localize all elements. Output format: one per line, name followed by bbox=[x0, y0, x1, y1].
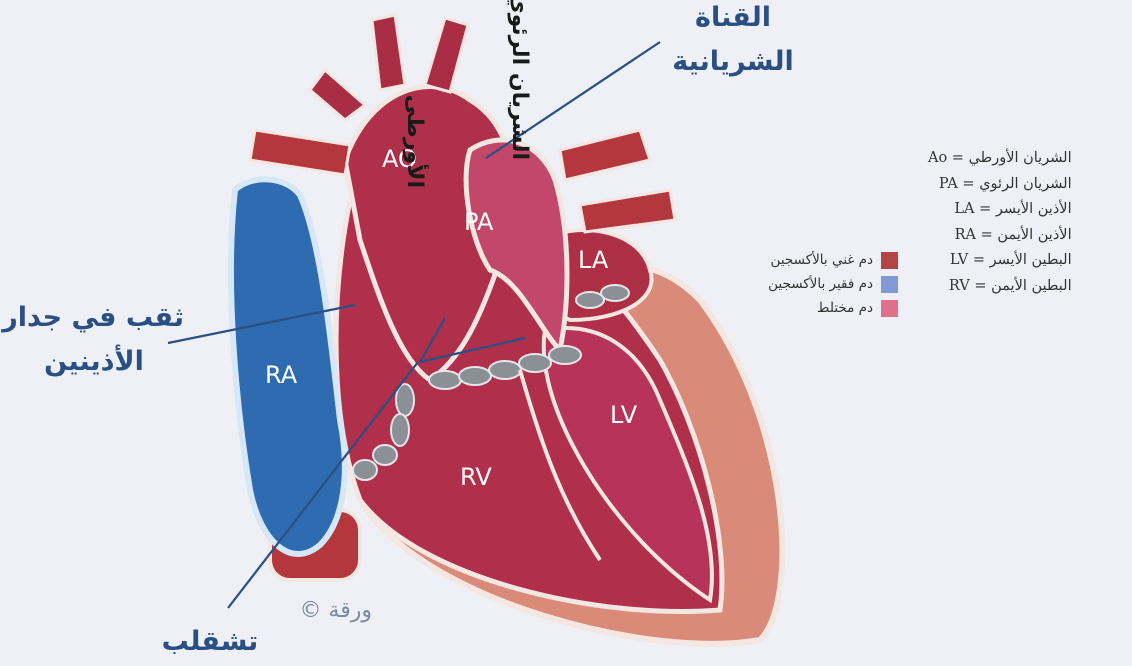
abbr-row-rv: البطين الأيمن = RV bbox=[928, 278, 1072, 304]
abbr-text-rv: البطين الأيمن bbox=[991, 278, 1072, 294]
legend-item-mixed: دم مختلط bbox=[708, 296, 898, 320]
legend-label-mixed: دم مختلط bbox=[817, 300, 873, 316]
legend-item-oxygenated: دم غني بالأكسجين bbox=[708, 248, 898, 272]
label-lv: LV bbox=[610, 401, 638, 429]
label-pulmonary-vertical: الشريان الرئوي bbox=[507, 0, 532, 160]
callout-asd-line-1: ثقب في جدار bbox=[4, 296, 184, 340]
legend-swatch-oxygenated bbox=[881, 252, 898, 269]
vessel-top-3 bbox=[310, 70, 365, 120]
watermark: ورقة © bbox=[299, 598, 372, 623]
callout-coarctation-line: تشقلب bbox=[150, 620, 270, 664]
vessel-right-2 bbox=[580, 190, 675, 232]
legend-item-deoxygenated: دم فقير بالأكسجين bbox=[708, 272, 898, 296]
abbr-code-rv: RV bbox=[949, 278, 970, 294]
abbr-text-pa: الشريان الرئوي bbox=[979, 176, 1071, 192]
legend-swatch-deoxygenated bbox=[881, 276, 898, 293]
blood-legend: دم غني بالأكسجين دم فقير بالأكسجين دم مخ… bbox=[708, 248, 898, 320]
abbreviation-key: الشريان الأورطي = Ao الشريان الرئوي = PA… bbox=[928, 150, 1072, 303]
abbr-row-ra: الأذين الأيمن = RA bbox=[928, 227, 1072, 253]
abbr-code-ao: Ao bbox=[928, 150, 947, 166]
abbr-text-ao: الشريان الأورطي bbox=[969, 150, 1072, 166]
abbr-code-la: LA bbox=[954, 201, 974, 217]
legend-label-oxygenated: دم غني بالأكسجين bbox=[771, 252, 873, 268]
legend-label-deoxygenated: دم فقير بالأكسجين bbox=[768, 276, 873, 292]
label-aorta-vertical: الأورطى bbox=[402, 95, 430, 188]
vessel-left-1 bbox=[250, 130, 350, 175]
abbr-text-ra: الأذين الأيمن bbox=[997, 227, 1071, 243]
callout-asd: ثقب في جدار الأذينين bbox=[4, 296, 184, 384]
abbr-code-lv: LV bbox=[950, 252, 968, 268]
callout-ductus: القناة الشريانية bbox=[668, 0, 798, 84]
vessel-right-1 bbox=[560, 130, 650, 180]
label-pa: PA bbox=[464, 208, 494, 236]
callout-ductus-line-1: القناة bbox=[668, 0, 798, 40]
abbr-row-pa: الشريان الرئوي = PA bbox=[928, 176, 1072, 202]
vessel-top-2 bbox=[425, 18, 468, 92]
abbr-row-lv: البطين الأيسر = LV bbox=[928, 252, 1072, 278]
label-rv: RV bbox=[460, 463, 492, 491]
callout-coarctation: تشقلب bbox=[150, 620, 270, 664]
label-ra: RA bbox=[265, 361, 298, 389]
abbr-code-ra: RA bbox=[955, 227, 976, 243]
abbr-row-ao: الشريان الأورطي = Ao bbox=[928, 150, 1072, 176]
vessel-top-1 bbox=[372, 15, 405, 90]
abbr-text-la: الأذين الأيسر bbox=[996, 201, 1072, 217]
callout-ductus-line-2: الشريانية bbox=[668, 40, 798, 84]
legend-swatch-mixed bbox=[881, 300, 898, 317]
abbr-code-pa: PA bbox=[939, 176, 958, 192]
abbr-text-lv: البطين الأيسر bbox=[990, 252, 1072, 268]
label-la: LA bbox=[578, 246, 609, 274]
abbr-row-la: الأذين الأيسر = LA bbox=[928, 201, 1072, 227]
callout-asd-line-2: الأذينين bbox=[4, 340, 184, 384]
